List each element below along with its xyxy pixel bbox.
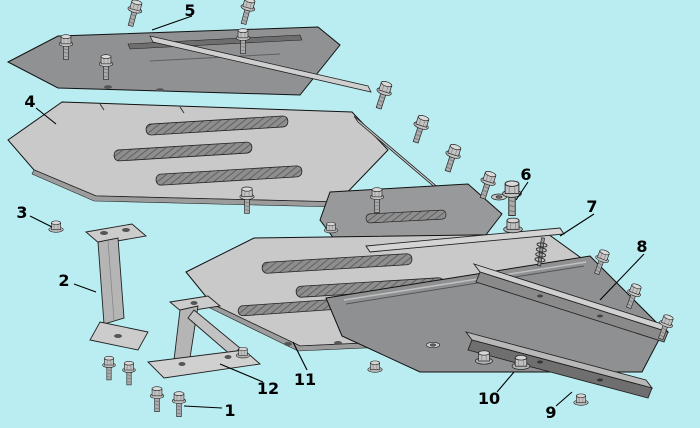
leader-11 [292,341,308,371]
plate-5 [6,26,341,96]
callout-8: 8 [636,237,647,256]
vent-slot [155,165,303,186]
leader-5 [151,15,193,31]
callout-labels: 1 2 3 4 5 6 7 8 9 10 11 12 [16,1,647,422]
leader-lines [29,15,645,409]
vent-slot [261,253,413,274]
callout-5: 5 [184,1,195,20]
callout-12: 12 [257,379,279,398]
strap-upper [149,35,372,93]
vent-slot [145,115,289,136]
leader-6 [515,181,529,201]
callout-4: 4 [24,92,35,111]
leader-7 [559,213,595,237]
callout-3: 3 [16,203,27,222]
bracket-12 [147,295,262,379]
leader-1 [183,405,223,409]
callout-10: 10 [478,389,500,408]
leader-9 [555,391,573,407]
leader-10 [496,371,515,393]
plate-dark-overlay [325,255,665,373]
callout-2: 2 [58,271,69,290]
leader-2 [73,283,97,293]
washer-icon [425,341,441,349]
callout-6: 6 [520,165,531,184]
leader-8 [599,253,645,301]
bracket-2 [84,223,149,351]
leader-4 [35,107,57,125]
rail-8 [472,263,670,343]
leader-3 [29,215,53,228]
leader-12 [219,363,264,383]
vent-slot [113,141,253,162]
rail-9 [464,331,654,399]
callout-1: 1 [224,401,235,420]
vent-slot [365,209,447,224]
plate-4 [7,101,389,208]
callout-11: 11 [294,370,316,389]
callout-7: 7 [586,197,597,216]
callout-9: 9 [545,403,556,422]
